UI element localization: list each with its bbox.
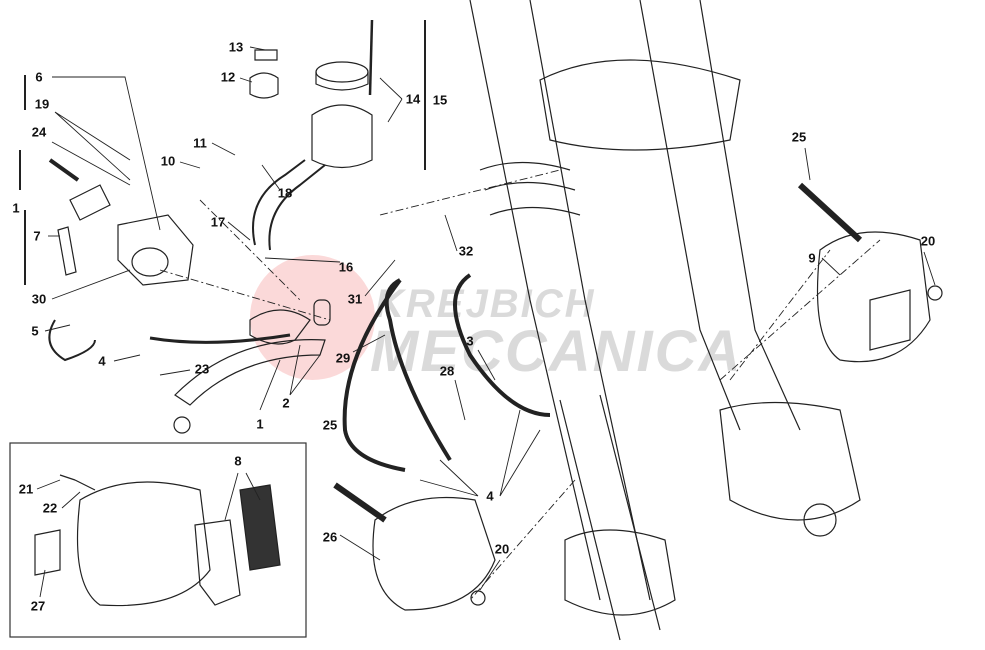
callout-32[interactable]: 32 [458, 243, 474, 259]
callout-20-left[interactable]: 20 [494, 541, 510, 557]
callout-16[interactable]: 16 [338, 259, 354, 275]
callout-7[interactable]: 7 [33, 228, 41, 244]
callout-22[interactable]: 22 [42, 500, 58, 516]
callout-29[interactable]: 29 [335, 350, 351, 366]
callout-13[interactable]: 13 [228, 39, 244, 55]
callout-10[interactable]: 10 [160, 153, 176, 169]
master-cylinder [48, 158, 331, 434]
callout-23[interactable]: 23 [194, 361, 210, 377]
fork-left [469, 0, 676, 641]
inset-parts [34, 474, 281, 607]
callout-17[interactable]: 17 [210, 214, 226, 230]
callout-1-lever[interactable]: 1 [256, 416, 264, 432]
callout-28[interactable]: 28 [439, 363, 455, 379]
watermark-line1: KREJBICH [375, 282, 596, 326]
callout-24[interactable]: 24 [31, 124, 47, 140]
callout-27[interactable]: 27 [30, 598, 46, 614]
caliper-left [333, 482, 496, 611]
callout-8[interactable]: 8 [234, 453, 242, 469]
callout-15[interactable]: 15 [432, 92, 448, 108]
callout-25-left[interactable]: 25 [322, 417, 338, 433]
callout-31[interactable]: 31 [347, 291, 363, 307]
leader-lines [19, 20, 936, 598]
callout-20-right[interactable]: 20 [920, 233, 936, 249]
callout-6[interactable]: 6 [35, 69, 43, 85]
callout-1-master[interactable]: 1 [12, 200, 20, 216]
callout-9[interactable]: 9 [808, 250, 816, 266]
callout-2[interactable]: 2 [282, 395, 290, 411]
callout-14[interactable]: 14 [405, 91, 421, 107]
callout-4-center[interactable]: 4 [486, 488, 494, 504]
brake-hoses [48, 273, 551, 472]
fork-right [539, 0, 861, 537]
callout-12[interactable]: 12 [220, 69, 236, 85]
callout-30[interactable]: 30 [31, 291, 47, 307]
callout-18[interactable]: 18 [277, 185, 293, 201]
callout-25-right[interactable]: 25 [791, 129, 807, 145]
callout-5[interactable]: 5 [31, 323, 39, 339]
callout-19[interactable]: 19 [34, 96, 50, 112]
reservoir [249, 19, 374, 169]
callout-4-left[interactable]: 4 [98, 353, 106, 369]
dash-lines [159, 169, 881, 601]
callout-21[interactable]: 21 [18, 481, 34, 497]
callout-26[interactable]: 26 [322, 529, 338, 545]
callout-11[interactable]: 11 [193, 135, 207, 151]
callout-3[interactable]: 3 [466, 333, 474, 349]
watermark-line2: MECCANICA [370, 319, 743, 384]
caliper-right [797, 182, 943, 363]
